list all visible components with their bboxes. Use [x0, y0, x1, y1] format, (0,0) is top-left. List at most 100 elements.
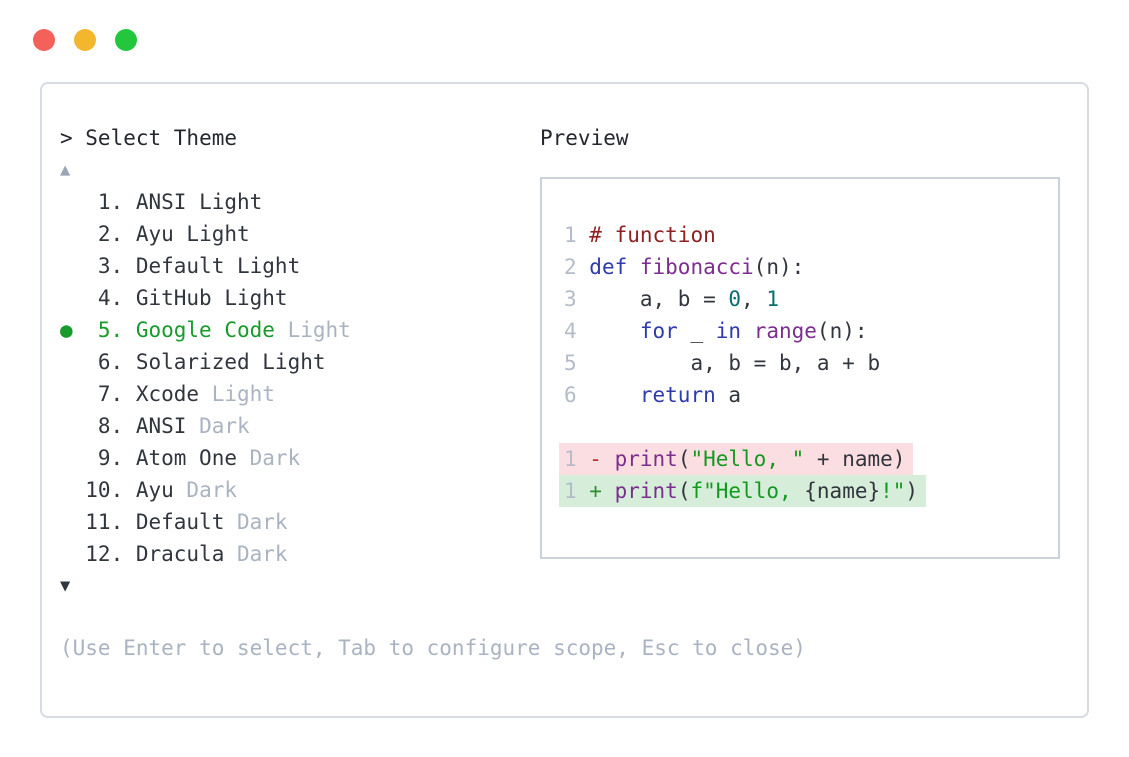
code-line: 6 return a: [564, 379, 1058, 411]
code-line-content: 1 - print("Hello, " + name): [559, 443, 914, 475]
theme-list-item[interactable]: 8. ANSI Dark: [60, 410, 540, 442]
selected-bullet-icon: [60, 442, 85, 474]
theme-item-label: Default Dark: [136, 506, 288, 538]
theme-item-label: Atom One Dark: [136, 442, 300, 474]
code-line-content: 6 return a: [564, 379, 741, 411]
minimize-button[interactable]: [74, 29, 96, 51]
theme-name: Solarized: [135, 350, 250, 374]
theme-name: Xcode: [135, 382, 200, 406]
token-plain: + name): [804, 447, 906, 471]
selected-bullet-icon: [60, 378, 85, 410]
code-line: 1 # function: [564, 219, 1058, 251]
theme-item-number: 1.: [97, 190, 124, 214]
token-plain: {name}: [804, 479, 881, 503]
token-func: range: [753, 319, 817, 343]
theme-list-item[interactable]: 6. Solarized Light: [60, 346, 540, 378]
selected-bullet-icon: [60, 538, 85, 570]
line-number: 1: [564, 479, 590, 503]
theme-list-item[interactable]: 3. Default Light: [60, 250, 540, 282]
code-line-content: 4 for _ in range(n):: [564, 315, 868, 347]
token-plain: (: [677, 479, 691, 503]
theme-variant: Light: [224, 254, 301, 278]
code-line-content: 1 + print(f"Hello, {name}!"): [559, 475, 927, 507]
token-string: !": [880, 479, 906, 503]
token-keyword: return: [639, 383, 716, 407]
token-plain: (n):: [816, 319, 868, 343]
theme-list-item[interactable]: 12.Dracula Dark: [60, 538, 540, 570]
theme-variant: Dark: [237, 446, 301, 470]
token-plain: a: [715, 383, 742, 407]
token-number: 1: [766, 287, 779, 311]
selected-bullet-icon: ●: [60, 318, 73, 342]
theme-item-number: 3.: [97, 254, 124, 278]
preview-title: Preview: [540, 126, 629, 150]
theme-item-label: GitHub Light: [136, 282, 288, 314]
hint-text: (Use Enter to select, Tab to configure s…: [60, 636, 806, 660]
theme-name: Dracula: [135, 542, 225, 566]
theme-name: Default: [135, 510, 225, 534]
token-plain: ,: [741, 287, 767, 311]
theme-item-label: Default Light: [136, 250, 300, 282]
theme-list-item[interactable]: 1.ANSI Light: [60, 186, 540, 218]
token-keyword: in: [715, 319, 742, 343]
theme-list-item[interactable]: 11.Default Dark: [60, 506, 540, 538]
theme-item-label: Xcode Light: [136, 378, 275, 410]
token-diff-plus: +: [589, 479, 615, 503]
theme-variant: Light: [274, 318, 351, 342]
diff-line-added: 1 + print(f"Hello, {name}!"): [559, 475, 1058, 507]
maximize-button[interactable]: [115, 29, 137, 51]
scroll-up-icon[interactable]: ▲: [60, 160, 71, 180]
close-button[interactable]: [33, 29, 55, 51]
token-plain: a, b = b, a + b: [589, 351, 881, 375]
token-plain: [589, 383, 640, 407]
theme-item-label: ANSI Dark: [136, 410, 250, 442]
token-plain: (n):: [753, 255, 805, 279]
theme-name: Atom One: [135, 446, 237, 470]
token-plain: a, b =: [589, 287, 729, 311]
line-number: 2: [564, 255, 590, 279]
token-keyword: def: [589, 255, 640, 279]
theme-item-number: 12.: [85, 542, 124, 566]
theme-item-number: 8.: [97, 414, 124, 438]
theme-name: GitHub: [135, 286, 212, 310]
line-number: 3: [564, 287, 590, 311]
selected-bullet-icon: [60, 410, 85, 442]
theme-list-item[interactable]: 2.Ayu Light: [60, 218, 540, 250]
code-line-content: 1 # function: [564, 219, 716, 251]
theme-variant: Light: [249, 350, 326, 374]
theme-list-item[interactable]: 10.Ayu Dark: [60, 474, 540, 506]
theme-list-item[interactable]: 9. Atom One Dark: [60, 442, 540, 474]
selected-bullet-icon: [60, 186, 85, 218]
code-line-content: 3 a, b = 0, 1: [564, 283, 779, 315]
selected-bullet-icon: [60, 346, 85, 378]
theme-name: Google Code: [135, 318, 275, 342]
selected-bullet-icon: [60, 506, 85, 538]
code-line: 5 a, b = b, a + b: [564, 347, 1058, 379]
token-string: f"Hello,: [690, 479, 805, 503]
window-controls: [33, 29, 156, 51]
theme-variant: Light: [211, 286, 288, 310]
theme-list-item[interactable]: ●5.Google Code Light: [60, 314, 540, 346]
token-number: 0: [728, 287, 742, 311]
theme-item-number: 6.: [97, 350, 124, 374]
token-plain: [589, 319, 640, 343]
token-func: print: [614, 479, 678, 503]
diff-line-removed: 1 - print("Hello, " + name): [559, 443, 1058, 475]
theme-variant: Light: [199, 382, 275, 406]
theme-name: Ayu: [135, 478, 174, 502]
theme-item-number: 4.: [97, 286, 124, 310]
theme-item-number: 2.: [97, 222, 124, 246]
line-number: 5: [564, 351, 590, 375]
token-string: "Hello, ": [690, 447, 805, 471]
scroll-down-icon[interactable]: ▼: [60, 576, 71, 596]
selected-bullet-icon: [60, 282, 85, 314]
theme-list-item[interactable]: 4. GitHub Light: [60, 282, 540, 314]
theme-list-item[interactable]: 7.Xcode Light: [60, 378, 540, 410]
theme-item-number: 9.: [97, 446, 124, 470]
token-plain: ): [905, 479, 919, 503]
